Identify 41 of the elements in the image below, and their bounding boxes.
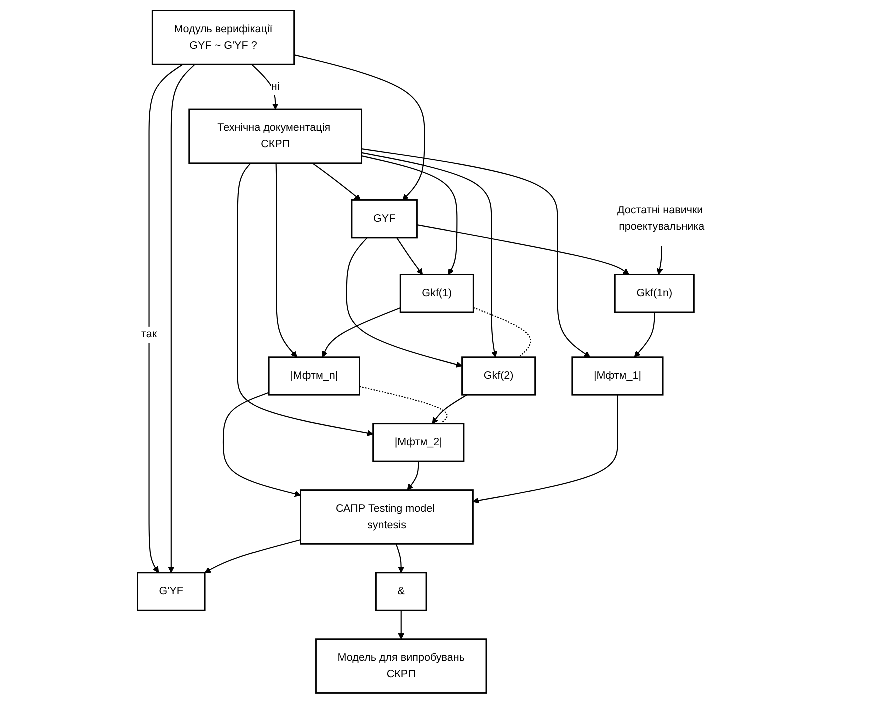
node-box: Gkf(1n) xyxy=(614,274,694,314)
connector xyxy=(359,386,448,424)
arrow xyxy=(148,64,183,574)
arrow xyxy=(361,152,498,358)
arrow xyxy=(222,392,301,498)
arrow xyxy=(472,395,618,504)
arrow xyxy=(236,163,374,436)
node-box: GYF xyxy=(350,200,418,239)
arrow xyxy=(294,54,425,201)
arrow xyxy=(634,312,655,358)
node-box: Модель для випробувань СКРП xyxy=(315,638,487,694)
arrow xyxy=(346,238,462,368)
node-box: & xyxy=(375,572,427,612)
arrow xyxy=(168,64,196,574)
node-box: САПР Testing model syntesis xyxy=(300,490,474,545)
arrow xyxy=(416,224,630,276)
arrow xyxy=(395,544,404,574)
arrow xyxy=(312,162,361,201)
node-box: |Mфтм_1| xyxy=(571,356,664,396)
node-box: |Mфтм_2| xyxy=(372,423,464,462)
node-box: Gkf(2) xyxy=(461,356,536,396)
arrow xyxy=(396,238,423,276)
edge-label: ні xyxy=(270,80,280,93)
node-box: Gkf(1) xyxy=(400,274,474,314)
arrow xyxy=(275,163,298,358)
arrow xyxy=(361,156,458,276)
node-box: |Mфтм_n| xyxy=(268,356,360,396)
edge-label: так xyxy=(141,328,157,340)
arrow xyxy=(398,610,404,640)
arrow xyxy=(322,308,400,358)
arrow xyxy=(251,64,278,110)
arrow xyxy=(361,148,590,358)
arrow xyxy=(204,539,301,574)
connector xyxy=(473,307,531,358)
arrow xyxy=(432,394,468,424)
node-box: Модуль верифікації GYF ~ G'YF ? xyxy=(152,10,295,66)
node-text: Достатні навички проектувальника xyxy=(617,204,704,233)
arrow xyxy=(406,462,419,491)
arrow xyxy=(656,246,663,276)
node-box: G'YF xyxy=(136,572,206,612)
node-box: Технічна документація СКРП xyxy=(188,108,362,164)
